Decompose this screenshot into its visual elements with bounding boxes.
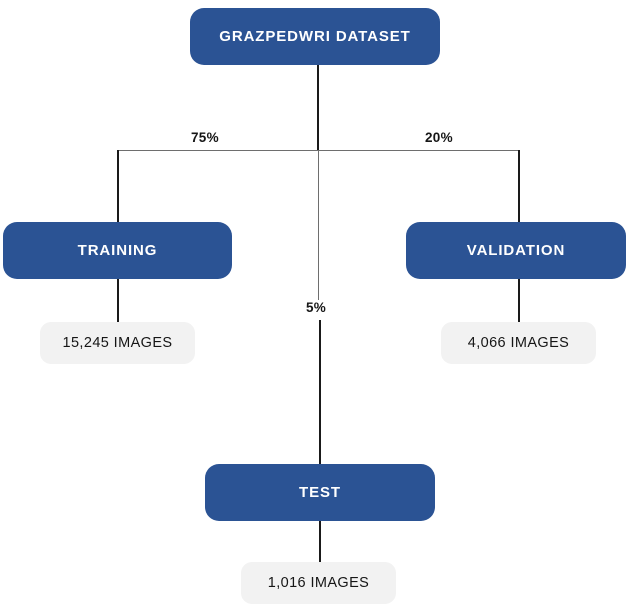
count-label-training: 15,245 IMAGES bbox=[62, 335, 173, 351]
node-training[interactable]: TRAINING bbox=[3, 222, 232, 279]
label-percent-validation: 20% bbox=[420, 130, 458, 145]
count-label-test: 1,016 IMAGES bbox=[267, 575, 370, 591]
node-validation-label: VALIDATION bbox=[466, 242, 566, 259]
node-test-label: TEST bbox=[299, 484, 341, 501]
connector-training-count bbox=[117, 279, 119, 322]
node-test[interactable]: TEST bbox=[205, 464, 435, 521]
count-box-test: 1,016 IMAGES bbox=[241, 562, 396, 604]
node-validation[interactable]: VALIDATION bbox=[406, 222, 626, 279]
connector-validation-drop bbox=[518, 150, 520, 222]
node-root-label: GRAZPEDWRI DATASET bbox=[219, 28, 411, 45]
connector-root-trunk bbox=[317, 65, 319, 151]
connector-test-lower bbox=[319, 320, 321, 466]
node-training-label: TRAINING bbox=[77, 242, 158, 259]
connector-test-upper bbox=[318, 150, 319, 302]
connector-training-drop bbox=[117, 150, 119, 222]
count-box-validation: 4,066 IMAGES bbox=[441, 322, 596, 364]
count-box-training: 15,245 IMAGES bbox=[40, 322, 195, 364]
node-root-dataset[interactable]: GRAZPEDWRI DATASET bbox=[190, 8, 440, 65]
connector-validation-count bbox=[518, 279, 520, 322]
label-percent-test: 5% bbox=[301, 300, 332, 315]
label-percent-training: 75% bbox=[186, 130, 224, 145]
count-label-validation: 4,066 IMAGES bbox=[467, 335, 570, 351]
connector-test-count bbox=[319, 521, 321, 566]
